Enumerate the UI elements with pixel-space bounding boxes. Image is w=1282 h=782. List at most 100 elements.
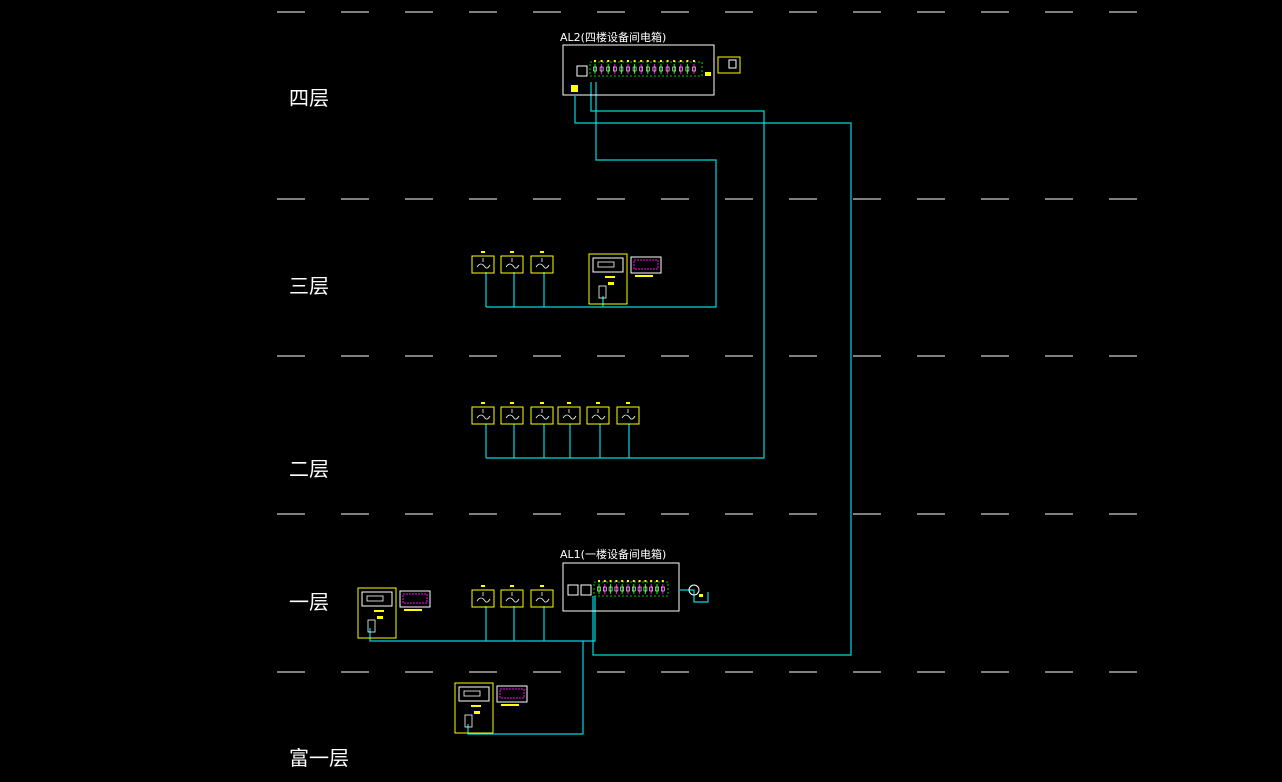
socket-tag	[474, 711, 480, 714]
breaker-tag	[638, 580, 641, 582]
breaker-body	[612, 66, 617, 72]
control-cabinet	[454, 682, 528, 734]
breaker-body	[631, 586, 636, 592]
breaker-tag	[613, 60, 616, 62]
outlet-device-box	[471, 255, 495, 274]
breaker-tag	[633, 60, 636, 62]
outlet-tag	[540, 402, 544, 404]
breaker-body	[637, 586, 642, 592]
panel-al1-breaker-row	[593, 581, 669, 597]
display-frame	[496, 685, 528, 703]
outlet-tag	[540, 585, 544, 587]
breaker-body	[620, 586, 625, 592]
outlet-device-box	[586, 406, 610, 425]
socket-unit	[367, 619, 376, 633]
display-panel	[399, 590, 431, 611]
breaker-body	[602, 586, 607, 592]
outlet-tag	[540, 251, 544, 253]
breaker-body	[649, 586, 654, 592]
display-frame	[630, 256, 662, 274]
outlet-device-box	[500, 406, 524, 425]
panel-al2-title: AL2(四楼设备间电箱)	[560, 30, 666, 44]
breaker-tag	[598, 580, 600, 582]
panel-al1-breakers	[597, 580, 665, 594]
cable-al2-to-3f	[486, 82, 717, 308]
breaker-body	[660, 586, 665, 592]
controller-screen	[366, 595, 384, 602]
breaker-tag	[673, 60, 676, 62]
floor-label-1: 一层	[289, 590, 329, 614]
outlet-tag	[481, 251, 485, 253]
breaker-body	[626, 66, 630, 72]
outlet-device	[530, 402, 554, 425]
breaker-body	[608, 586, 613, 592]
equipment-cabinets	[357, 253, 662, 734]
breaker-tag	[603, 580, 606, 582]
breaker-body	[606, 66, 611, 72]
outlet-tag	[626, 402, 630, 404]
breaker-body	[678, 66, 683, 72]
panel-al2-meter	[576, 65, 588, 77]
breaker-body	[672, 66, 677, 72]
panel-al1-side-device	[688, 584, 700, 596]
cable-al1-side	[680, 589, 709, 603]
breaker-tag	[627, 580, 629, 582]
outlet-symbol	[476, 414, 491, 420]
outlet-device	[557, 402, 581, 425]
controller-tag	[374, 610, 384, 612]
outlet-symbol	[535, 263, 550, 269]
panel-al1-title: AL1(一楼设备间电箱)	[560, 547, 666, 561]
socket-tag	[608, 282, 614, 285]
outlet-device	[471, 402, 495, 425]
breaker-tag	[653, 60, 656, 62]
panel-al2-box	[562, 44, 715, 96]
display-panel	[630, 256, 662, 277]
breaker-tag	[607, 60, 610, 62]
breaker-tag	[661, 580, 664, 582]
floor-label-4: 四层	[289, 86, 329, 110]
breaker-tag	[666, 60, 669, 62]
outlet-symbol	[591, 414, 606, 420]
outlet-symbol	[505, 414, 520, 420]
display-tag	[501, 704, 519, 706]
outlet-device	[500, 251, 524, 274]
display-tag	[404, 609, 422, 611]
cable-al2-to-2f	[486, 82, 765, 459]
outlet-device-box	[616, 406, 640, 425]
display-frame	[399, 590, 431, 608]
outlet-tag	[510, 585, 514, 587]
outlet-device-box	[530, 255, 554, 274]
outlet-device	[471, 585, 495, 608]
outlet-device	[500, 402, 524, 425]
outlet-symbol	[505, 597, 520, 603]
devices-floor-3	[471, 251, 554, 274]
outlet-device-box	[471, 589, 495, 608]
breaker-body	[632, 66, 637, 72]
breaker-tag	[650, 580, 653, 582]
breaker-body	[643, 586, 648, 592]
breaker-tag	[615, 580, 618, 582]
control-cabinet	[357, 587, 431, 639]
controller-box	[458, 686, 490, 702]
breaker-body	[692, 66, 696, 72]
cable-al1-to-1f	[369, 596, 596, 642]
outlet-device	[530, 251, 554, 274]
outlet-symbol	[535, 414, 550, 420]
outlet-device-box	[530, 406, 554, 425]
breaker-tag	[656, 580, 658, 582]
outlet-tag	[510, 251, 514, 253]
outlet-symbol	[505, 263, 520, 269]
outlet-symbol	[476, 597, 491, 603]
breaker-tag	[686, 60, 689, 62]
breaker-body	[685, 66, 690, 72]
outlet-device-box	[530, 589, 554, 608]
floor-label-b1: 富一层	[289, 746, 349, 770]
outlet-tag	[481, 402, 485, 404]
outlet-symbol	[562, 414, 577, 420]
outlet-device	[500, 585, 524, 608]
breaker-tag	[693, 60, 695, 62]
floor-label-3: 三层	[289, 274, 329, 298]
display-panel	[496, 685, 528, 706]
breaker-tag	[679, 60, 682, 62]
